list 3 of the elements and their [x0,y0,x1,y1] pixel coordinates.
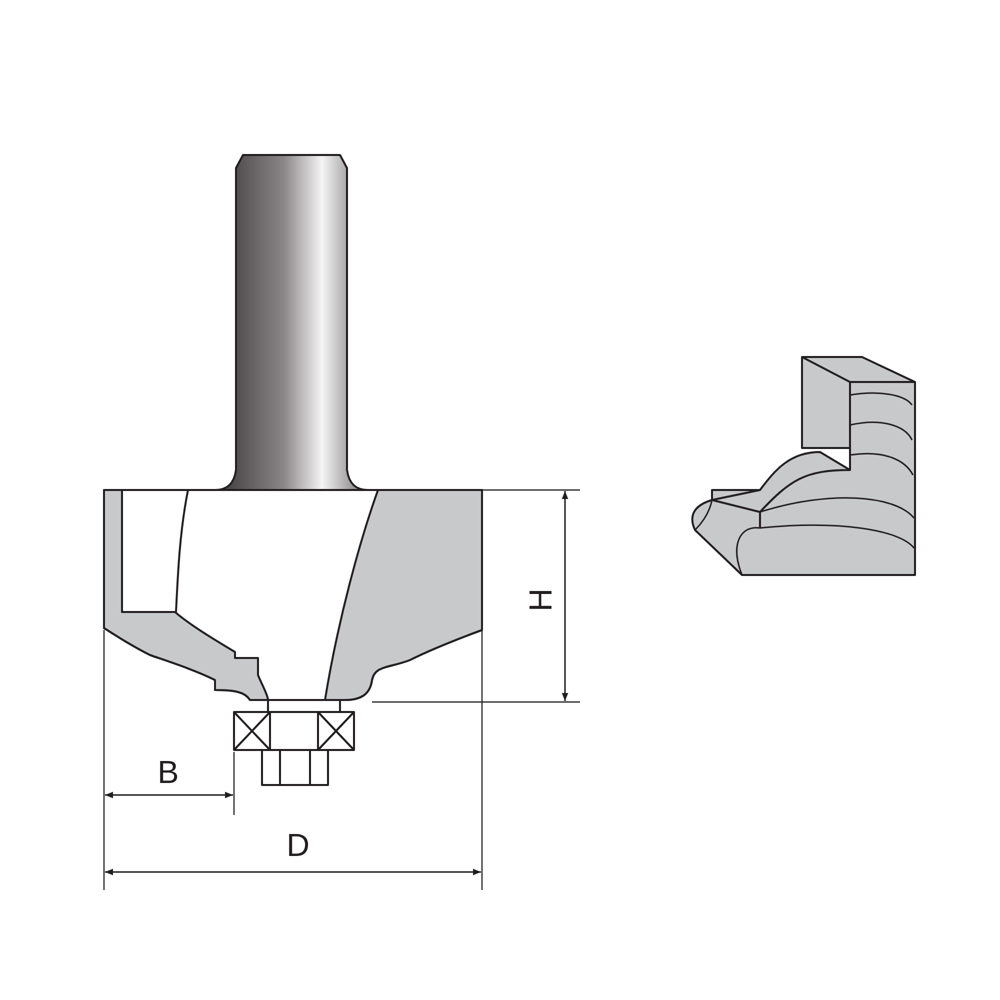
dimension-label: H [524,588,556,612]
dimension-label: D [286,829,310,861]
dimension-label: B [158,756,179,788]
